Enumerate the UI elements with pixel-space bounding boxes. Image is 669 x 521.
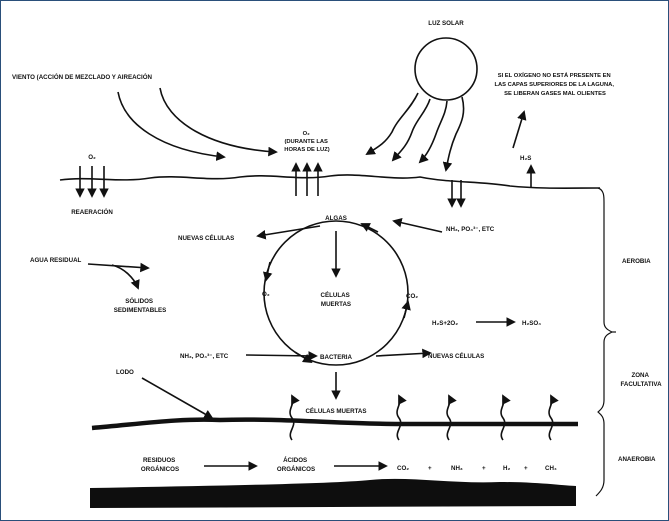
- label-o2-left: O₂: [88, 154, 96, 161]
- label-algas: ALGAS: [325, 215, 347, 222]
- gas-term: NH₃: [451, 465, 463, 472]
- label-celulas-muertas-center: CÉLULAS MUERTAS: [321, 291, 352, 308]
- cycle-arrow: [294, 351, 313, 364]
- label-residuos: RESIDUOS ORGÁNICOS: [141, 457, 179, 473]
- label-gases: CO₂ + NH₃ + H₂ + CH₄: [397, 465, 557, 472]
- oxigeno-note-line: SI EL OXÍGENO NO ESTÁ PRESENTE EN: [498, 71, 611, 79]
- label-h2s: H₂S: [520, 155, 531, 162]
- o2-center-line: O₂: [303, 131, 311, 137]
- o2-center-line: (DURANTE LAS: [284, 139, 328, 145]
- label-lodo: LODO: [116, 369, 134, 376]
- zona-facultativa-line: ZONA: [631, 372, 649, 379]
- wastewater-inflow-arrow: [87, 262, 150, 273]
- oxigeno-note-line: SE LIBERAN GASES MAL OLIENTES: [504, 91, 606, 97]
- celulas-muertas-line: MUERTAS: [321, 301, 351, 308]
- label-bacteria: BACTERIA: [320, 354, 352, 361]
- cycle-arrow: [262, 261, 273, 282]
- algae-bacteria-cycle: [263, 220, 409, 366]
- gas-term: +: [428, 465, 432, 472]
- sun-ray-arrow: [418, 100, 448, 164]
- bacteria-new-cells-arrow: [375, 348, 432, 359]
- sludge-layer: [91, 417, 578, 431]
- label-luz-solar: LUZ SOLAR: [428, 20, 464, 27]
- label-o2-center: O₂ (DURANTE LAS HORAS DE LUZ): [284, 131, 329, 153]
- solidos-line: SEDIMENTABLES: [114, 307, 166, 314]
- label-viento: VIENTO (ACCIÓN DE MEZCLADO Y AIREACIÓN: [12, 73, 153, 81]
- gas-rising-arrow: [396, 394, 407, 441]
- gas-term: CO₂: [397, 465, 409, 472]
- wind-arrow: [117, 91, 226, 161]
- nutrients-arrow: [392, 218, 443, 233]
- wind-arrow: [159, 87, 278, 157]
- gas-term: H₂: [503, 465, 510, 472]
- label-celulas-muertas-bottom: CÉLULAS MUERTAS: [305, 407, 366, 415]
- bottom-sediment: [90, 478, 576, 508]
- label-oxigeno-note: SI EL OXÍGENO NO ESTÁ PRESENTE EN LAS CA…: [494, 71, 615, 97]
- o2-center-line: HORAS DE LUZ): [284, 147, 329, 153]
- water-surface-line: [59, 174, 601, 189]
- gas-rising-arrow: [548, 394, 559, 441]
- label-reaeracion: REAERACIÓN: [71, 208, 113, 216]
- label-acidos: ÁCIDOS ORGÁNICOS: [277, 457, 315, 473]
- cycle-arrow: [401, 300, 411, 319]
- settling-solids-arrow: [111, 264, 140, 290]
- gas-term: CH₄: [545, 465, 557, 472]
- new-cells-arrow: [256, 225, 321, 240]
- label-nh3-top: NH₃, PO₄³⁻, ETC: [446, 226, 495, 233]
- sun-ray-arrow: [442, 96, 465, 172]
- gas-rising-arrow: [446, 394, 457, 441]
- label-nuevas-celulas-bottom: NUEVAS CÉLULAS: [428, 352, 484, 360]
- sun-icon: [414, 37, 478, 101]
- zone-bracket: [595, 187, 614, 497]
- nutrients-to-bacteria-arrow: [245, 351, 318, 361]
- label-h2s-reaction-right: H₂SO₄: [522, 320, 541, 327]
- gas-rising-arrow: [500, 394, 511, 441]
- label-zona-aerobia: AEROBIA: [622, 258, 651, 265]
- label-solidos: SÓLIDOS SEDIMENTABLES: [114, 297, 166, 314]
- label-co2-cycle: CO₂: [406, 293, 418, 300]
- acidos-line: ORGÁNICOS: [277, 466, 315, 473]
- label-h2s-reaction-left: H₂S+2O₂: [432, 320, 458, 327]
- solidos-line: SÓLIDOS: [125, 297, 153, 305]
- gas-term: +: [482, 465, 486, 472]
- gas-term: +: [524, 465, 528, 472]
- celulas-muertas-line: CÉLULAS: [321, 291, 350, 299]
- residuos-line: ORGÁNICOS: [141, 466, 179, 473]
- zona-facultativa-line: FACULTATIVA: [620, 381, 662, 388]
- label-nh3-bottom: NH₃, PO₄³⁻, ETC: [180, 353, 229, 360]
- label-agua-residual: AGUA RESIDUAL: [30, 257, 82, 264]
- gas-rising-arrow: [289, 394, 300, 441]
- cycle-arrow: [360, 223, 379, 233]
- sludge-pointer-arrow: [141, 377, 214, 419]
- label-zona-anaerobia: ANAEROBIA: [618, 456, 656, 463]
- acidos-line: ÁCIDOS: [283, 457, 307, 464]
- label-nuevas-celulas-top: NUEVAS CÉLULAS: [178, 234, 234, 242]
- residuos-line: RESIDUOS: [143, 457, 175, 464]
- sun-ray-arrow: [365, 92, 419, 156]
- sun-ray-arrow: [391, 98, 431, 162]
- gas-release-arrow: [512, 110, 527, 149]
- label-o2-cycle: O₂: [262, 291, 270, 298]
- label-zona-facultativa: ZONA FACULTATIVA: [620, 372, 662, 388]
- oxigeno-note-line: LAS CAPAS SUPERIORES DE LA LAGUNA,: [494, 82, 614, 88]
